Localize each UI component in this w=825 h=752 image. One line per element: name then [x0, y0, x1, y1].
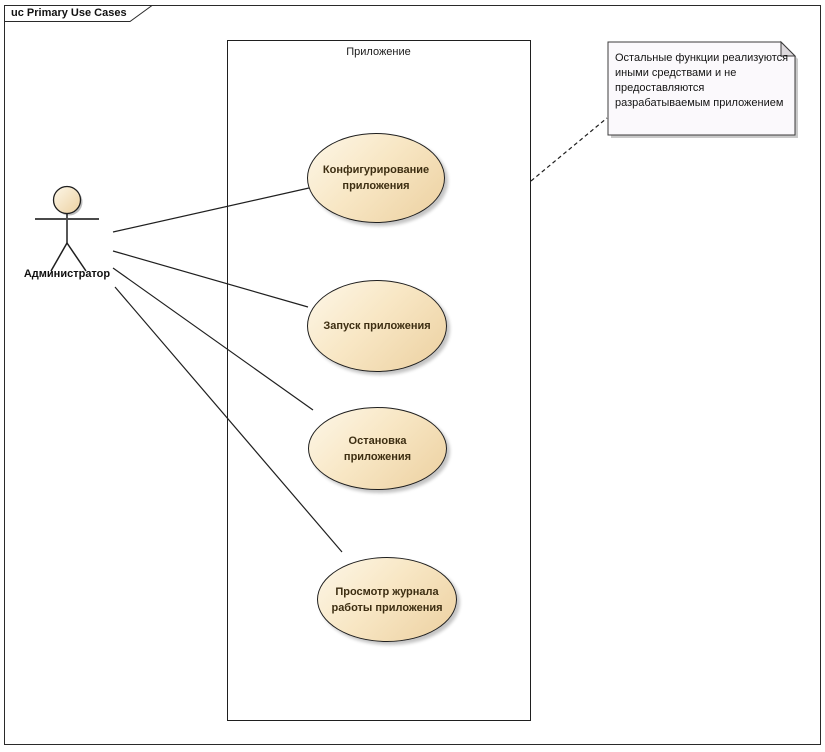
usecase-label-line: Запуск приложения	[323, 320, 431, 332]
note-text-line: предоставляются	[615, 82, 705, 94]
usecase-configure-application[interactable]: Конфигурирование приложения	[307, 133, 445, 223]
usecase-label-line: работы приложения	[331, 601, 443, 614]
association-lines	[112, 187, 343, 553]
association-start	[112, 250, 309, 308]
association-stop	[112, 267, 314, 411]
association-view-log	[114, 286, 343, 553]
usecase-start-application[interactable]: Запуск приложения	[307, 280, 447, 372]
frame-title: uc Primary Use Cases	[11, 7, 127, 19]
frame-title-tab	[4, 5, 154, 22]
system-boundary-label: Приложение	[346, 46, 411, 58]
note-shape[interactable]	[607, 40, 798, 138]
actor-figure[interactable]	[35, 185, 99, 272]
usecase-stop-application[interactable]: Остановка приложения	[308, 407, 447, 490]
usecase-label-line: приложения	[342, 180, 410, 192]
usecase-label-line: Конфигурирование	[322, 164, 430, 176]
usecase-view-application-log[interactable]: Просмотр журнала работы приложения	[317, 557, 457, 642]
note-text-line: Остальные функции реализуются	[615, 52, 789, 64]
usecase-label-line: Остановка	[348, 434, 407, 447]
note-text-line: иными средствами и не	[615, 67, 737, 79]
usecase-label-line: приложения	[343, 450, 412, 463]
note-text: Остальные функции реализуются иными сред…	[615, 51, 791, 111]
note-text-line: разрабатываемым приложением	[615, 97, 784, 109]
actor-head	[52, 185, 82, 215]
actor-leg-right	[66, 242, 87, 272]
note-fold-corner	[780, 40, 797, 57]
usecase-label-line: Просмотр журнала	[335, 585, 439, 598]
note-body	[607, 41, 796, 136]
note-connector-line	[530, 117, 608, 182]
actor-leg-left	[50, 242, 68, 272]
actor-label: Администратор	[23, 268, 111, 280]
association-configure	[112, 187, 310, 233]
